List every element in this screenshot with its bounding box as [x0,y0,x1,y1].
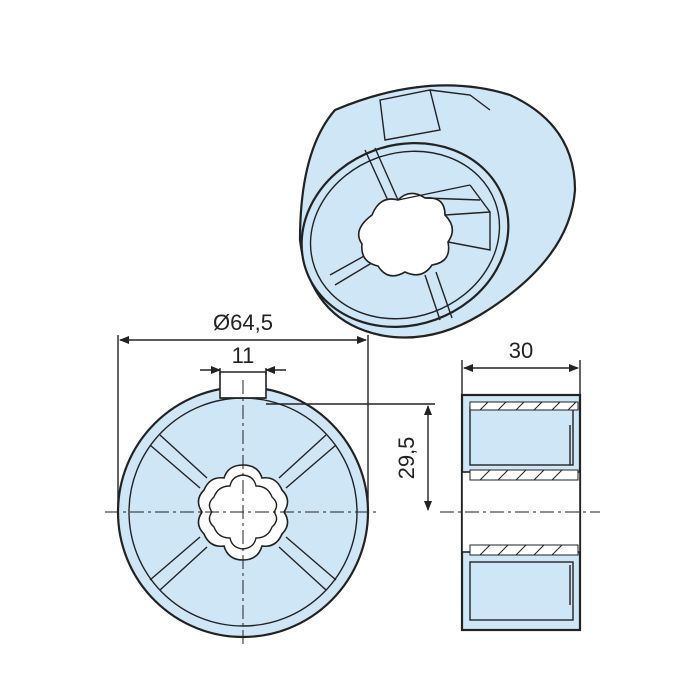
side-hatch-top [469,401,579,411]
diameter-label: Ø64,5 [213,310,273,335]
isometric-view [298,84,577,339]
front-view [105,371,380,648]
width-label: 30 [509,338,533,363]
dimension-width: 30 [461,338,581,396]
side-hatch-mid-top [469,469,579,481]
dimension-height: 29,5 [266,403,435,511]
dimension-diameter: Ø64,5 [117,310,369,505]
dimension-slot-width: 11 [200,343,286,375]
iso-star-hub [357,192,454,277]
side-view [440,393,600,632]
slot-width-label: 11 [232,343,255,368]
iso-spokes [329,147,453,321]
front-spokes [149,434,337,591]
height-label: 29,5 [394,437,419,480]
iso-top-slot [379,89,441,141]
side-hatch-mid-bottom [469,544,579,556]
